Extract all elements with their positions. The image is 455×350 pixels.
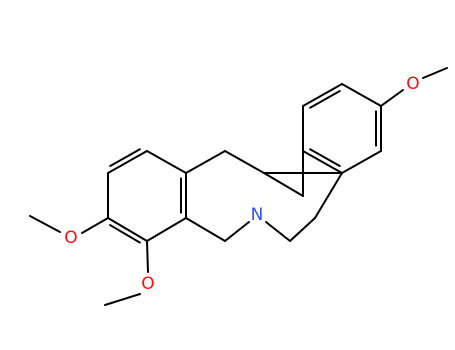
bond-A4-A5 — [341, 150, 382, 174]
bond-C1-C2 — [263, 172, 304, 197]
atom-label-nitrogen: N — [251, 205, 264, 225]
bond-group — [29, 67, 448, 306]
bond-B1-B2 — [107, 150, 148, 174]
bond-C3-C4 — [185, 150, 226, 174]
bond-ring-o-bottom — [146, 240, 149, 273]
bond-o-bottom-methyl — [104, 293, 141, 306]
bond-c-n-left — [224, 221, 250, 242]
bond-B3-B4 — [107, 217, 148, 242]
double-bond-A1-A2 — [309, 89, 341, 109]
bond-C2-C3 — [224, 150, 265, 174]
bond-B1-C4 — [146, 150, 187, 174]
bond-C5-C6 — [185, 217, 226, 242]
atom-label-group: O N O O — [64, 74, 419, 294]
bond-A2-A3 — [341, 83, 382, 107]
double-bond-B3-B4 — [109, 224, 141, 244]
bond-B4-C5 — [146, 217, 187, 242]
bond-A5-A6 — [302, 150, 343, 174]
bond-ch2-ch2 — [289, 217, 316, 242]
bond-n-ch2-right — [265, 221, 291, 242]
atom-label-oxygen-right: O — [406, 74, 419, 94]
bond-ch2-ring — [314, 172, 343, 219]
bond-A1-A2 — [302, 83, 343, 107]
bond-o-left-methyl — [29, 215, 61, 233]
atom-label-oxygen-bottom: O — [141, 274, 154, 294]
double-bond-A5-A6 — [309, 148, 341, 168]
bond-ring-o-left — [81, 217, 109, 234]
double-bond-B1-B2 — [109, 148, 141, 168]
atom-label-oxygen-left: O — [64, 228, 77, 248]
bond-ring-o-right — [380, 89, 404, 107]
bond-o-right-methyl — [422, 67, 448, 79]
